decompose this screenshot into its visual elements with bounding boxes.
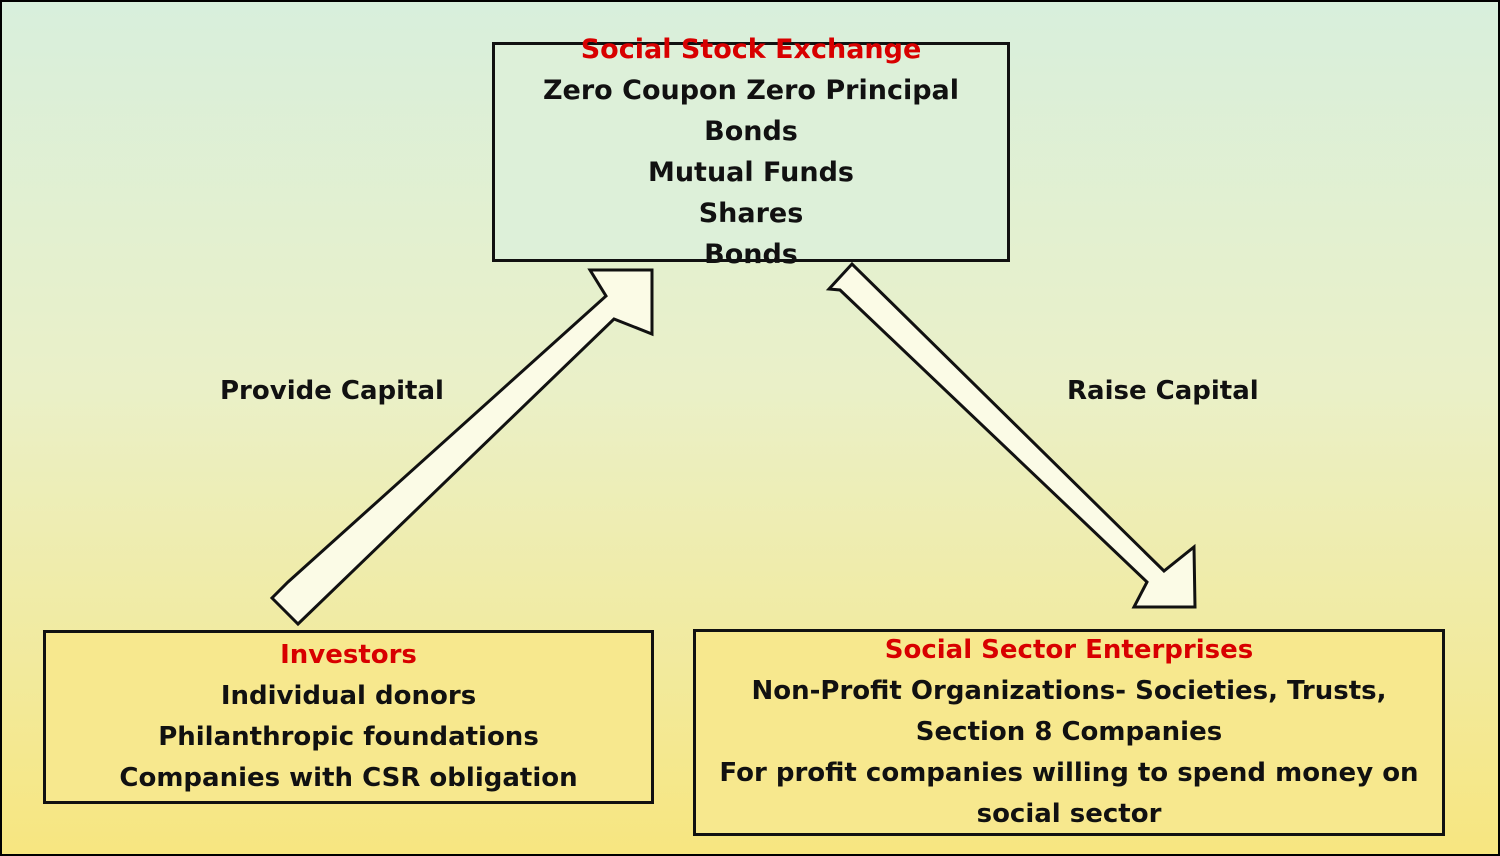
enterprise-item: For profit companies willing to spend mo… — [719, 758, 1419, 788]
enterprise-item: Non-Profit Organizations- Societies, Tru… — [751, 676, 1387, 706]
exchange-item: Zero Coupon Zero Principal Bonds — [542, 75, 960, 147]
exchange-title: Social Stock Exchange — [580, 34, 922, 65]
provide-capital-label: Provide Capital — [220, 376, 444, 406]
investor-item: Companies with CSR obligation — [119, 763, 578, 793]
social-stock-exchange-box: Social Stock Exchange Zero Coupon Zero P… — [492, 34, 1010, 270]
investor-item: Philanthropic foundations — [158, 722, 539, 752]
social-sector-enterprises-box: Social Sector Enterprises Non-Profit Org… — [693, 629, 1445, 836]
investors-box: Investors Individual donors Philanthropi… — [43, 630, 654, 804]
enterprises-title: Social Sector Enterprises — [884, 635, 1254, 665]
enterprise-item: social sector — [976, 799, 1162, 829]
raise-capital-label: Raise Capital — [1067, 376, 1259, 406]
exchange-item: Bonds — [704, 239, 798, 270]
investor-item: Individual donors — [220, 681, 477, 711]
investors-title: Investors — [280, 640, 417, 670]
raise-capital-arrow — [825, 261, 1197, 609]
provide-capital-arrow — [269, 268, 654, 627]
exchange-item: Shares — [698, 198, 804, 229]
exchange-item: Mutual Funds — [647, 157, 855, 188]
enterprise-item: Section 8 Companies — [915, 717, 1223, 747]
